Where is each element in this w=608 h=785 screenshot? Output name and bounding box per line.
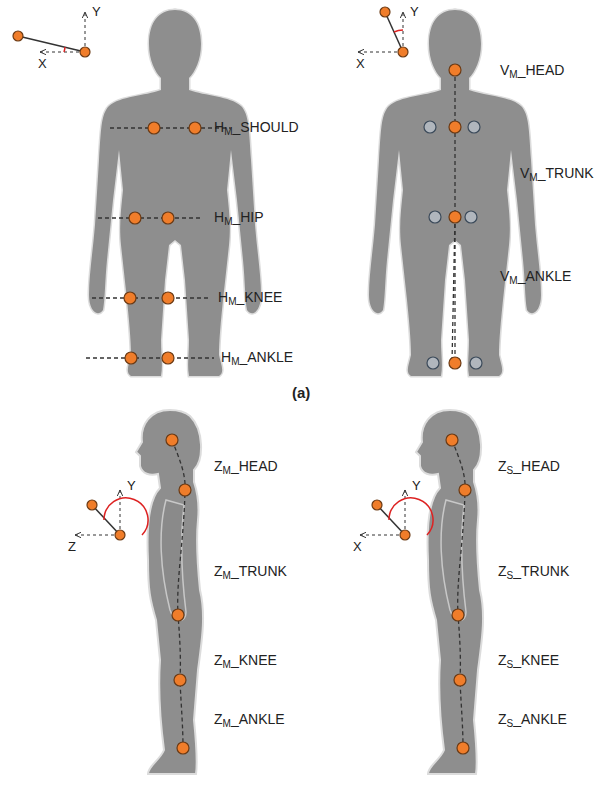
angle-label: HM_SHOULD bbox=[214, 119, 299, 135]
axis-label: Y bbox=[92, 4, 101, 20]
angle-label: ZS_HEAD bbox=[498, 458, 560, 474]
axis-label: X bbox=[38, 56, 47, 72]
angle-label: ZS_KNEE bbox=[498, 652, 559, 668]
angle-label: ZS_TRUNK bbox=[498, 563, 569, 579]
axis-label: Y bbox=[127, 478, 136, 494]
angle-label: ZS_ANKLE bbox=[498, 711, 567, 727]
angle-label: HM_HIP bbox=[214, 209, 264, 225]
axis-label: Z bbox=[68, 539, 76, 555]
angle-label: HM_ANKLE bbox=[221, 349, 293, 365]
angle-label: HM_KNEE bbox=[218, 289, 282, 305]
angle-label: VM_ANKLE bbox=[500, 268, 571, 284]
axis-label: Y bbox=[410, 4, 419, 20]
angle-label: ZM_HEAD bbox=[214, 458, 278, 474]
angle-label: ZM_TRUNK bbox=[214, 563, 287, 579]
axis-label: X bbox=[356, 56, 365, 72]
panel-caption: (a) bbox=[292, 385, 310, 401]
angle-label: ZM_ANKLE bbox=[214, 711, 285, 727]
angle-label: VM_HEAD bbox=[500, 62, 564, 78]
angle-label: VM_TRUNK bbox=[520, 165, 594, 181]
angle-label: ZM_KNEE bbox=[214, 652, 277, 668]
axis-label: Y bbox=[412, 478, 421, 494]
axis-label: X bbox=[353, 539, 362, 555]
